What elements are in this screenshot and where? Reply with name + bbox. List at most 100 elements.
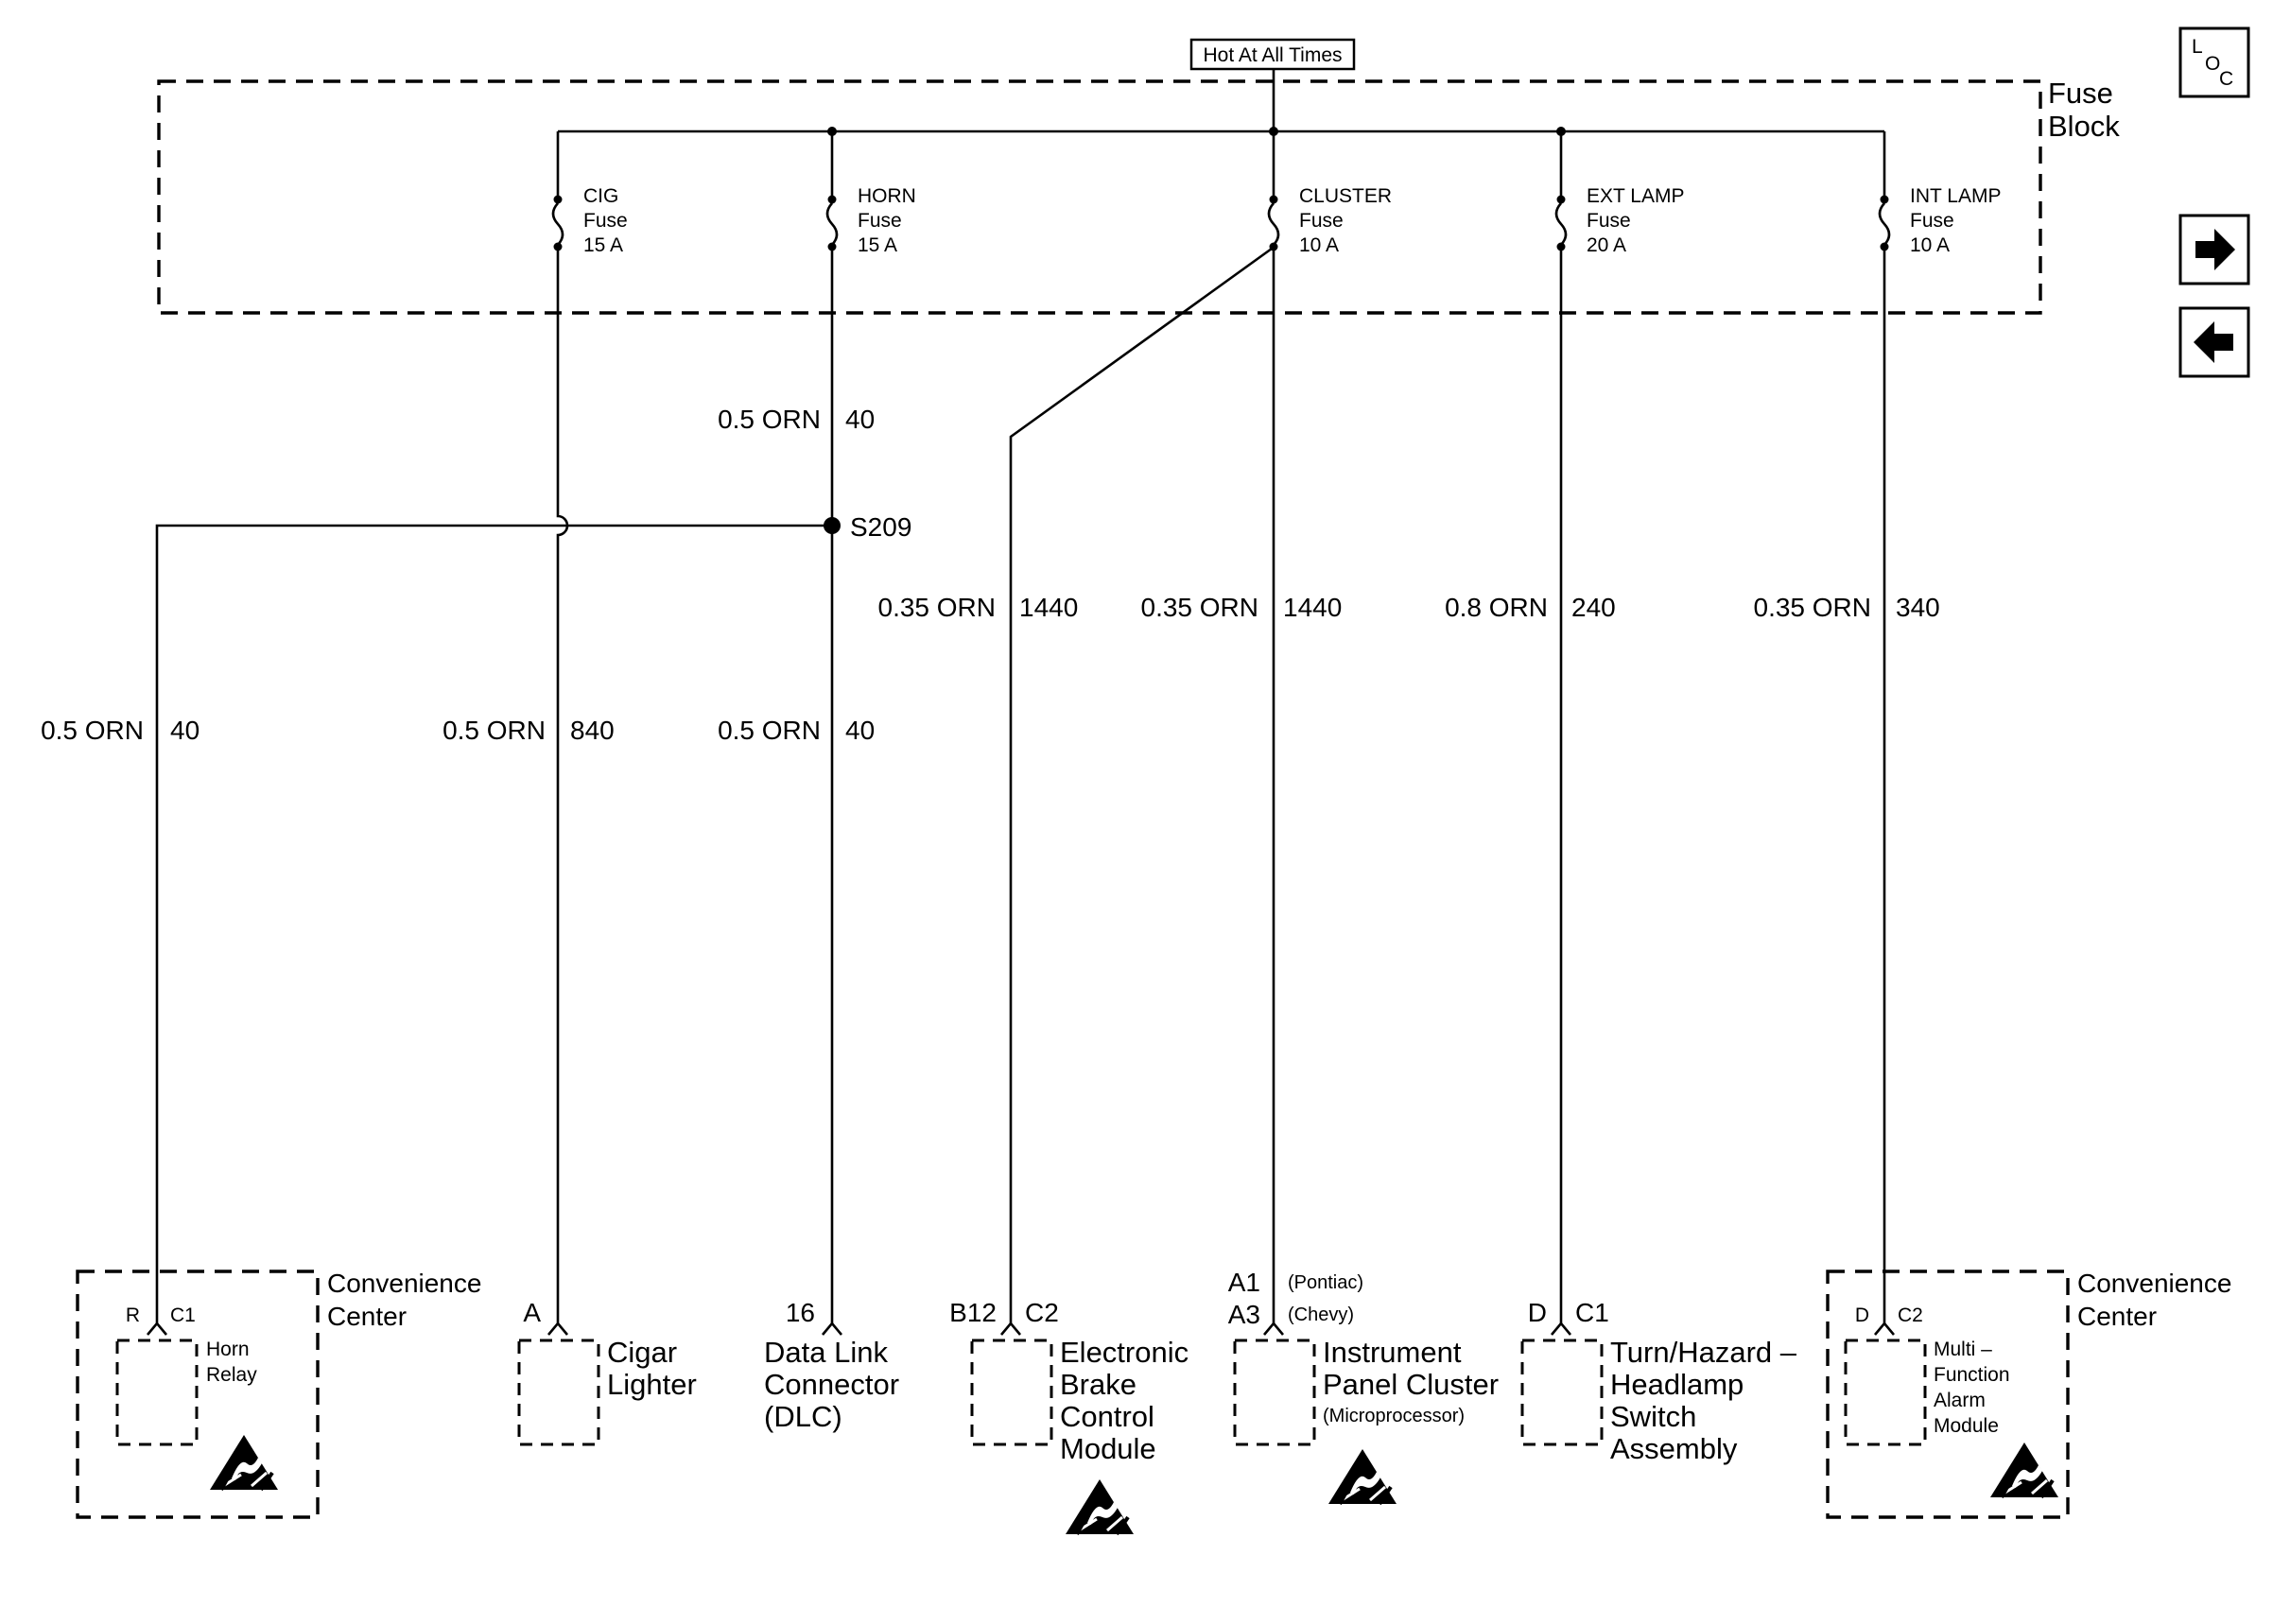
convenience-center-border [76,1270,320,1519]
switch-name-2: Headlamp [1610,1368,1744,1401]
connector-terminals [147,1321,1895,1336]
ebcm: B12 C2 Electronic Brake Control Module [949,1298,1189,1536]
pin2-label: A3 [1228,1300,1260,1329]
fuse-cluster-word: Fuse [1299,210,1344,232]
pin-label: A [523,1298,541,1327]
wire-label-ipc: 0.35 ORN 1440 [1141,593,1343,622]
pin1-note: (Pontiac) [1288,1272,1363,1293]
fuse-ext-lamp: EXT LAMP Fuse 20 A [1554,131,1684,256]
connector-label: C1 [1575,1298,1609,1327]
fuse-block: Fuse Block [157,68,2120,315]
alarm-name-2: Function [1934,1364,2010,1386]
splice-s209 [824,517,841,534]
arrow-right-icon [2195,229,2235,270]
ipc-name-1: Instrument [1323,1336,1462,1369]
location-button-frame[interactable] [2178,26,2250,98]
alarm-name-3: Alarm [1934,1390,1986,1411]
next-page-button[interactable] [2178,214,2250,285]
fuse-symbol [825,202,839,246]
connector-label: C1 [170,1304,196,1326]
esd-warning-icon [1988,1441,2060,1499]
fuse-horn: HORN Fuse 15 A [825,131,916,256]
fuse-symbol [1554,202,1568,246]
wire-circuit: 1440 [1019,593,1078,622]
terminal-cigar [547,1321,568,1336]
fuse-cig: CIG Fuse 15 A [551,131,628,256]
switch-name-1: Turn/Hazard – [1610,1336,1797,1369]
ebcm-name-3: Control [1060,1400,1154,1433]
wire-circuit: 340 [1896,593,1940,622]
convenience-center-right: Convenience Center D C2 Multi – Function… [1826,1269,2231,1519]
pin2-note: (Chevy) [1288,1304,1354,1325]
wire-circuit: 840 [570,716,615,745]
wire-gauge: 0.35 ORN [878,593,997,622]
connector-label: C2 [1898,1304,1923,1326]
wire-circuit: 1440 [1283,593,1342,622]
cigar-name-2: Lighter [607,1368,697,1401]
wire-cig-840 [556,247,569,1323]
fuse-cluster: CLUSTER Fuse 10 A [1267,131,1392,256]
loc-letter-l: L [2192,36,2203,58]
pin-label: D [1528,1298,1547,1327]
convenience-center-title-2: Center [2077,1302,2157,1331]
ebcm-box [970,1339,1053,1446]
splice-label: S209 [850,512,911,542]
data-link-connector: 16 Data Link Connector (DLC) [764,1298,899,1433]
terminal-switch [1551,1321,1571,1336]
wire-label-int: 0.35 ORN 340 [1754,593,1940,622]
instrument-panel-cluster: A1 (Pontiac) A3 (Chevy) Instrument Panel… [1228,1268,1499,1506]
fuse-symbol [1878,202,1891,246]
wire-gauge: 0.5 ORN [718,405,821,434]
ebcm-name-1: Electronic [1060,1336,1189,1369]
convenience-center-title-1: Convenience [327,1269,481,1298]
fuse-cluster-name: CLUSTER [1299,185,1392,207]
fuse-ext-rating: 20 A [1587,234,1626,256]
hot-at-all-times: Hot At All Times [1189,38,1356,71]
wire-gauge: 0.8 ORN [1445,593,1548,622]
dlc-name-3: (DLC) [764,1400,842,1433]
alarm-module-box [1844,1339,1927,1446]
wire-gauge: 0.35 ORN [1141,593,1259,622]
cigar-name-1: Cigar [607,1336,677,1369]
previous-page-frame[interactable] [2178,306,2250,378]
fuse-int-word: Fuse [1910,210,1954,232]
convenience-center-title-1: Convenience [2077,1269,2231,1298]
wire-label-dlc: 0.5 ORN 40 [718,716,875,745]
alarm-name-1: Multi – [1934,1339,1992,1360]
fuse-int-name: INT LAMP [1910,185,2001,207]
location-button[interactable]: L O C [2178,26,2250,98]
previous-page-button[interactable] [2178,306,2250,378]
convenience-center-left: Convenience Center R C1 Horn Relay [76,1269,481,1519]
fuse-symbol [551,202,564,246]
wire-label-ebcm: 0.35 ORN 1440 [878,593,1079,622]
fuse-symbol [1267,202,1280,246]
ipc-box [1233,1339,1316,1446]
wire-circuit: 40 [845,716,875,745]
wire-label-horn-relay: 0.5 ORN 40 [41,716,200,745]
fuse-horn-rating: 15 A [858,234,897,256]
wire-label-ext: 0.8 ORN 240 [1445,593,1616,622]
dlc-name-2: Connector [764,1368,899,1401]
pin-label: 16 [786,1298,815,1327]
switch-name-4: Assembly [1610,1432,1738,1465]
cigar-lighter-box [517,1339,600,1446]
fuse-block-border [157,79,2042,315]
dlc-name-1: Data Link [764,1336,888,1369]
fuse-cluster-rating: 10 A [1299,234,1339,256]
pin-label: D [1855,1304,1869,1326]
wire-label-horn-upper: 0.5 ORN 40 [718,405,875,434]
wire-circuit: 40 [845,405,875,434]
fuse-cig-rating: 15 A [583,234,623,256]
ipc-name-3: (Microprocessor) [1323,1406,1465,1426]
wire-label-cig: 0.5 ORN 840 [442,716,615,745]
esd-warning-icon [1327,1447,1398,1506]
wire-horn-relay-40 [155,524,832,1323]
fuse-block-label-1: Fuse [2048,77,2113,110]
wire-gauge: 0.5 ORN [718,716,821,745]
loc-letter-o: O [2205,53,2220,75]
ipc-name-2: Panel Cluster [1323,1368,1499,1401]
terminal-alarm [1874,1321,1895,1336]
pin-label: B12 [949,1298,997,1327]
alarm-name-4: Module [1934,1415,1999,1437]
horn-relay-name-2: Relay [206,1364,257,1386]
